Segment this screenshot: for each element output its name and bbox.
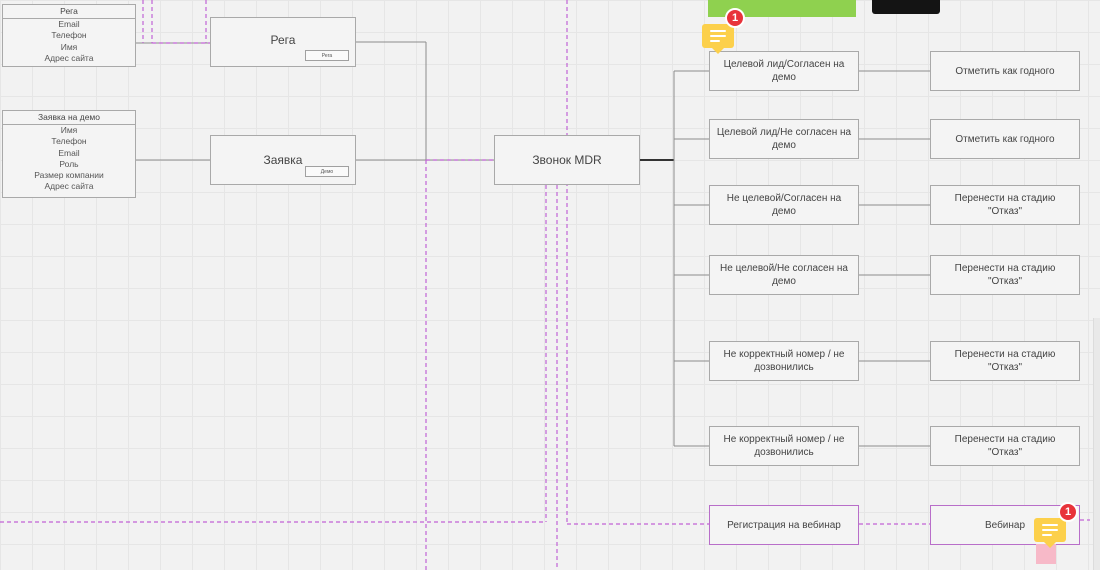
table-row: Email bbox=[58, 147, 80, 158]
webinar-registration-label: Регистрация на вебинар bbox=[727, 519, 841, 531]
outcome-node[interactable]: Целевой лид/Согласен на демо bbox=[709, 51, 859, 91]
action-node[interactable]: Перенести на стадию "Отказ" bbox=[930, 426, 1080, 466]
comment-bubble-icon bbox=[702, 24, 734, 54]
outcome-node[interactable]: Не корректный номер / не дозвонились bbox=[709, 341, 859, 381]
rega-node-label: Рега bbox=[270, 33, 296, 47]
outcome-node[interactable]: Не целевой/Согласен на демо bbox=[709, 185, 859, 225]
mdr-call-label: Звонок MDR bbox=[532, 152, 602, 167]
action-node[interactable]: Отметить как годного bbox=[930, 119, 1080, 159]
mdr-call-node[interactable]: Звонок MDR bbox=[494, 135, 640, 185]
comment-count-badge: 1 bbox=[725, 8, 745, 28]
outcome-node[interactable]: Не целевой/Не согласен на демо bbox=[709, 255, 859, 295]
action-label: Перенести на стадию "Отказ" bbox=[954, 434, 1056, 458]
comment-marker[interactable]: 1 bbox=[702, 8, 745, 54]
rega-button[interactable]: Рега bbox=[305, 50, 349, 61]
side-panel-edge bbox=[1093, 318, 1100, 570]
action-label: Отметить как годного bbox=[955, 65, 1055, 77]
table-row: Размер компании bbox=[34, 170, 104, 181]
dark-card[interactable] bbox=[872, 0, 940, 14]
outcome-label: Не целевой/Не согласен на демо bbox=[720, 263, 848, 287]
outcome-node[interactable]: Целевой лид/Не согласен на демо bbox=[709, 119, 859, 159]
outcome-label: Не целевой/Согласен на демо bbox=[726, 193, 842, 217]
pink-sticky-note[interactable] bbox=[1036, 544, 1056, 564]
demo-button[interactable]: Демо bbox=[305, 166, 349, 177]
zayavka-fields-table[interactable]: Заявка на демо Имя Телефон Email Роль Ра… bbox=[2, 110, 136, 198]
table-row: Телефон bbox=[51, 136, 87, 147]
zayavka-table-header: Заявка на демо bbox=[3, 111, 135, 125]
webinar-registration-node[interactable]: Регистрация на вебинар bbox=[709, 505, 859, 545]
action-node[interactable]: Перенести на стадию "Отказ" bbox=[930, 341, 1080, 381]
zayavka-node[interactable]: Заявка bbox=[210, 135, 356, 185]
table-row: Адрес сайта bbox=[44, 181, 94, 192]
comment-count-badge: 1 bbox=[1058, 502, 1078, 522]
action-node[interactable]: Отметить как годного bbox=[930, 51, 1080, 91]
outcome-label: Не корректный номер / не дозвонились bbox=[723, 349, 845, 373]
action-label: Перенести на стадию "Отказ" bbox=[954, 349, 1056, 373]
action-label: Перенести на стадию "Отказ" bbox=[954, 193, 1056, 217]
outcome-node[interactable]: Не корректный номер / не дозвонились bbox=[709, 426, 859, 466]
table-row: Роль bbox=[59, 158, 79, 169]
webinar-label: Вебинар bbox=[984, 519, 1026, 531]
rega-table-header: Рега bbox=[3, 5, 135, 19]
table-row: Телефон bbox=[51, 30, 87, 41]
table-row: Имя bbox=[60, 41, 78, 52]
table-row: Имя bbox=[60, 125, 78, 135]
comment-marker[interactable]: 1 bbox=[1034, 502, 1078, 548]
outcome-label: Целевой лид/Не согласен на демо bbox=[716, 127, 852, 151]
action-node[interactable]: Перенести на стадию "Отказ" bbox=[930, 185, 1080, 225]
outcome-label: Не корректный номер / не дозвонились bbox=[723, 434, 845, 458]
table-row: Адрес сайта bbox=[44, 52, 94, 63]
comment-bubble-icon bbox=[1034, 518, 1066, 548]
rega-fields-table[interactable]: Рега Email Телефон Имя Адрес сайта bbox=[2, 4, 136, 67]
zayavka-node-label: Заявка bbox=[263, 152, 303, 167]
table-row: Email bbox=[58, 19, 80, 29]
action-node[interactable]: Перенести на стадию "Отказ" bbox=[930, 255, 1080, 295]
outcome-label: Целевой лид/Согласен на демо bbox=[723, 59, 845, 83]
action-label: Отметить как годного bbox=[955, 133, 1055, 145]
green-sticky-note[interactable] bbox=[708, 0, 856, 17]
action-label: Перенести на стадию "Отказ" bbox=[954, 263, 1056, 287]
